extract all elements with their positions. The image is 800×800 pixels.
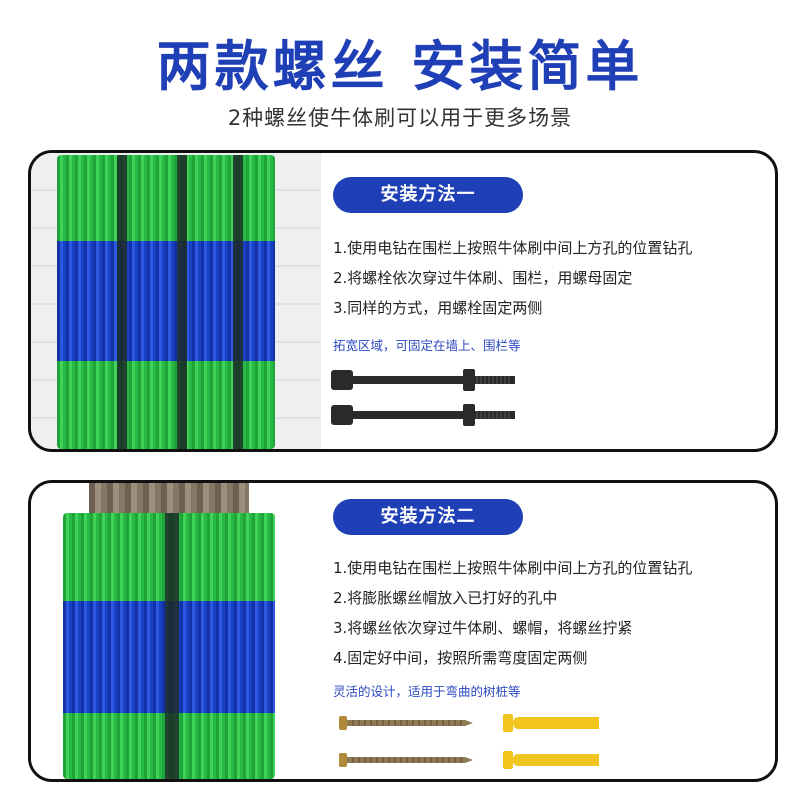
bolt-with-nut-icon	[331, 369, 515, 426]
method-1-label: 安装方法一	[333, 177, 523, 213]
cow-brush-image	[63, 513, 275, 779]
step-2: 2.将螺栓依次穿过牛体刷、围栏，用螺母固定	[333, 269, 633, 287]
install-method-2-card: 安装方法二 1.使用电钻在围栏上按照牛体刷中间上方孔的位置钻孔 2.将膨胀螺丝帽…	[28, 480, 778, 782]
cow-brush-image	[57, 155, 275, 449]
method-1-steps: 1.使用电钻在围栏上按照牛体刷中间上方孔的位置钻孔 2.将螺栓依次穿过牛体刷、围…	[333, 233, 692, 323]
step-2: 2.将膨胀螺丝帽放入已打好的孔中	[333, 589, 558, 607]
screw-with-anchor-icon	[339, 714, 599, 769]
step-1: 1.使用电钻在围栏上按照牛体刷中间上方孔的位置钻孔	[333, 239, 693, 257]
brush-on-fence-photo	[31, 153, 321, 449]
method-1-note: 拓宽区域，可固定在墙上、围栏等	[333, 338, 521, 353]
step-3: 3.将螺丝依次穿过牛体刷、螺帽，将螺丝拧紧	[333, 619, 633, 637]
method-2-label: 安装方法二	[333, 499, 523, 535]
method-2-steps: 1.使用电钻在围栏上按照牛体刷中间上方孔的位置钻孔 2.将膨胀螺丝帽放入已打好的…	[333, 553, 692, 673]
install-method-1-card: 安装方法一 1.使用电钻在围栏上按照牛体刷中间上方孔的位置钻孔 2.将螺栓依次穿…	[28, 150, 778, 452]
headline: 两款螺丝 安装简单	[156, 35, 644, 98]
step-3: 3.同样的方式，用螺栓固定两侧	[333, 299, 543, 317]
step-4: 4.固定好中间，按照所需弯度固定两侧	[333, 649, 588, 667]
subheadline: 2种螺丝使牛体刷可以用于更多场景	[227, 106, 573, 130]
brush-on-tree-photo	[31, 483, 321, 779]
step-1: 1.使用电钻在围栏上按照牛体刷中间上方孔的位置钻孔	[333, 559, 693, 577]
method-2-note: 灵活的设计，适用于弯曲的树桩等	[333, 684, 521, 699]
